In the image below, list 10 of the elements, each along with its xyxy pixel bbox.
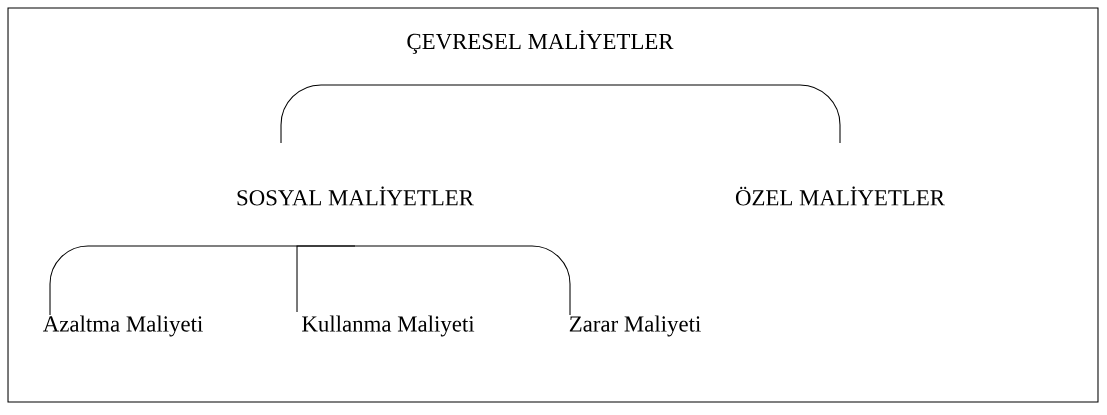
bracket-line [296,245,356,313]
label-text: Azaltma Maliyeti [43,315,203,337]
label-text: Kullanma Maliyeti [302,315,475,337]
label-text: ÇEVRESEL MALİYETLER [407,30,674,54]
label-text: ÖZEL MALİYETLER [735,186,945,206]
bracket-line [539,84,841,144]
bracket-line [280,84,541,144]
label-text: SOSYAL MALİYETLER [237,186,474,206]
bracket-line [354,245,571,316]
label-text: Zarar Maliyeti [569,315,701,337]
